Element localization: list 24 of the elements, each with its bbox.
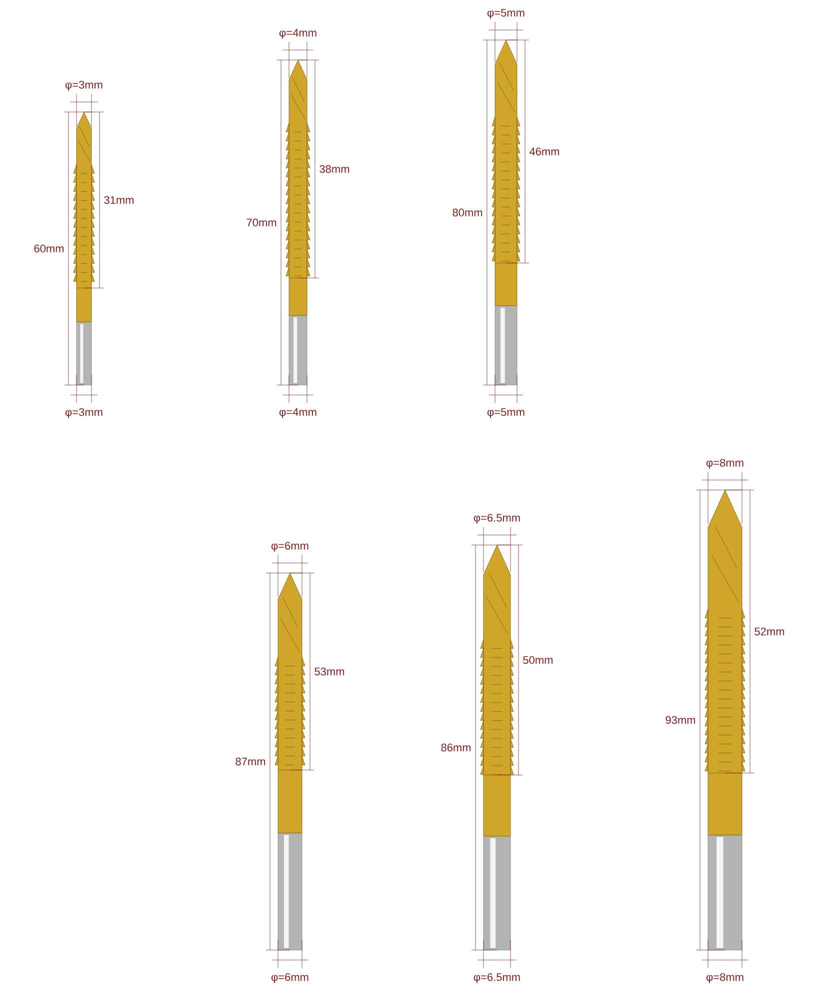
dimension-label: φ=5mm xyxy=(487,8,524,19)
dimension-label: 53mm xyxy=(314,668,344,676)
dimension-label: φ=3mm xyxy=(65,80,102,91)
dimension-label: φ=8mm xyxy=(706,973,744,984)
dimension-label: 31mm xyxy=(104,196,134,204)
dimension-label: 52mm xyxy=(754,628,784,636)
dimension-label: φ=4mm xyxy=(279,408,316,418)
dimension-label: 38mm xyxy=(320,165,350,173)
dimension-label: 87mm xyxy=(236,758,266,766)
dimension-label: 60mm xyxy=(34,244,64,252)
dimension-label: φ=8mm xyxy=(706,458,744,469)
dimension-label: φ=6.5mm xyxy=(474,973,520,984)
dimension-label: φ=3mm xyxy=(65,408,102,418)
dimension-label: 86mm xyxy=(441,744,471,752)
dimension-label: 80mm xyxy=(452,208,482,216)
dimension-label: φ=6.5mm xyxy=(474,514,520,524)
dimension-label: 93mm xyxy=(666,716,696,724)
dimension-label: φ=4mm xyxy=(279,28,316,39)
dimension-label: φ=6mm xyxy=(271,973,308,984)
dimension-label: φ=6mm xyxy=(271,542,308,552)
dimension-label: 50mm xyxy=(523,656,553,664)
dimension-label: φ=5mm xyxy=(487,408,524,418)
dimension-label: 46mm xyxy=(529,148,560,156)
dimension-label: 70mm xyxy=(246,218,276,226)
